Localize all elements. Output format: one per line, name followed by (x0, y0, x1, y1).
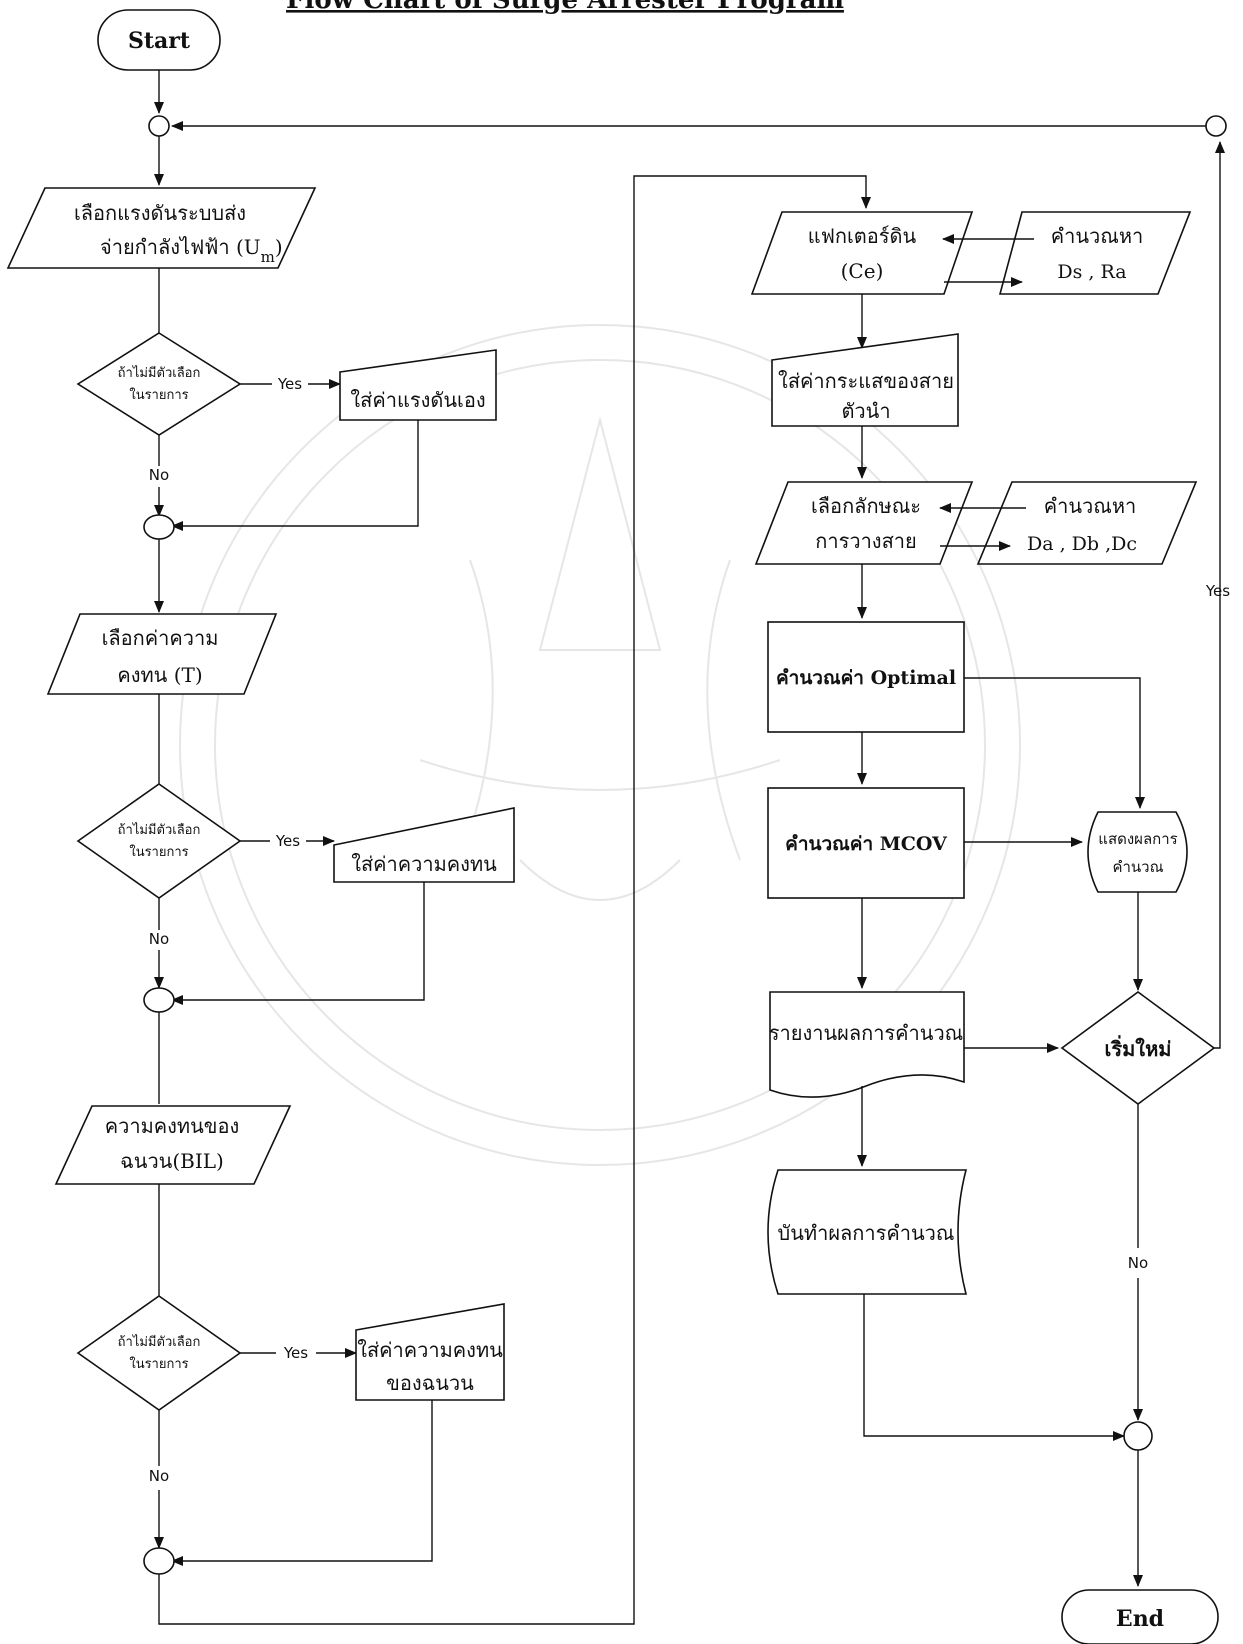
restart-no: No (1128, 1254, 1148, 1272)
decision-3-no: No (149, 1467, 169, 1485)
decision-3-yes: Yes (283, 1344, 308, 1362)
connector-3 (143, 987, 175, 1013)
calc-mcov-process (767, 787, 965, 899)
decision-1-no: No (149, 466, 169, 484)
flow-line (964, 677, 1145, 809)
decision-1-line-2: ในรายการ (129, 387, 188, 403)
restart-yes: Yes (1205, 582, 1230, 600)
report-label: รายงานผลการคำนวณ (769, 1021, 963, 1045)
calc-da-db-dc-line-1: คำนวณหา (1044, 494, 1136, 518)
decision-2-line-2: ในรายการ (129, 844, 188, 860)
ground-factor-line-2: (Ce) (841, 259, 884, 283)
save-label: บันทำผลการคำนวณ (778, 1221, 955, 1245)
calc-optimal-process (767, 621, 965, 733)
display-output (1087, 811, 1188, 893)
restart-label: เริ่มใหม่ (1105, 1034, 1172, 1061)
conductor-current-line-2: ตัวนำ (841, 399, 890, 423)
calc-mcov-label: คำนวณค่า MCOV (785, 833, 948, 855)
connector-top-right (1205, 115, 1227, 137)
connector-5 (1123, 1421, 1153, 1451)
flow-line (171, 882, 425, 1005)
decision-1-line-1: ถ้าไม่มีตัวเลือก (118, 365, 201, 381)
insulation-line-1: ความคงทนของ (105, 1114, 239, 1138)
input-endurance-manual (333, 807, 515, 883)
select-layout-line-2: การวางสาย (815, 529, 916, 553)
connector-1 (148, 115, 170, 137)
display-line-1: แสดงผลการ (1098, 830, 1177, 848)
flow-line (171, 420, 419, 531)
select-endurance-input (46, 613, 278, 695)
input-voltage-manual (339, 349, 497, 421)
decision-1-yes: Yes (277, 375, 302, 393)
conductor-current-line-1: ใส่ค่ากระแสของสาย (778, 369, 954, 393)
flow-line (158, 175, 871, 1625)
input-voltage-label: ใส่ค่าแรงดันเอง (350, 388, 485, 412)
select-layout-input (754, 481, 974, 565)
save-storage (767, 1169, 968, 1295)
calc-da-db-dc-line-2: Da , Db ,Dc (1027, 533, 1137, 555)
calc-optimal-label: คำนวณค่า Optimal (776, 667, 956, 689)
end-terminator (1061, 1589, 1219, 1644)
decision-2-no: No (149, 930, 169, 948)
select-endurance-line-2: คงทน (T) (117, 663, 202, 687)
input-insulation-line-2: ของฉนวน (386, 1371, 474, 1395)
decision-3 (76, 1295, 242, 1411)
calc-ds-ra-line-2: Ds , Ra (1057, 261, 1126, 283)
decision-2-yes: Yes (275, 832, 300, 850)
ground-factor-input (750, 211, 974, 295)
connector-4 (143, 1547, 175, 1575)
connector-2 (143, 514, 175, 540)
page-title: Flow Chart of Surge Arrester Program (286, 0, 844, 15)
report-document (769, 991, 965, 1098)
insulation-line-2: ฉนวน(BIL) (120, 1149, 224, 1173)
input-insulation-line-1: ใส่ค่าความคงทน (357, 1338, 503, 1362)
display-line-2: คำนวณ (1112, 858, 1163, 876)
decision-3-line-1: ถ้าไม่มีตัวเลือก (118, 1334, 201, 1350)
calc-ds-ra (998, 211, 1192, 295)
select-voltage-line-2: จ่ายกำลังไฟฟ้า (Um) (100, 235, 283, 266)
flow-line (171, 1400, 433, 1566)
select-endurance-line-1: เลือกค่าความ (102, 626, 219, 650)
select-voltage-input (6, 187, 317, 269)
decision-2 (76, 783, 242, 899)
decision-2-line-1: ถ้าไม่มีตัวเลือก (118, 822, 201, 838)
input-insulation-manual (355, 1303, 505, 1401)
ground-factor-line-1: แฟกเตอร์ดิน (808, 224, 917, 248)
select-layout-line-1: เลือกลักษณะ (811, 494, 921, 518)
flow-line (1214, 141, 1225, 1049)
end-label: End (1116, 1606, 1164, 1632)
decision-3-line-2: ในรายการ (129, 1356, 188, 1372)
start-label: Start (128, 28, 191, 54)
calc-da-db-dc (976, 481, 1198, 565)
flow-line (863, 1294, 1125, 1441)
calc-ds-ra-line-1: คำนวณหา (1051, 224, 1143, 248)
insulation-input (54, 1105, 292, 1185)
conductor-current-manual (771, 333, 959, 427)
input-endurance-label: ใส่ค่าความคงทน (351, 852, 497, 876)
select-voltage-line-1: เลือกแรงดันระบบส่ง (74, 201, 246, 225)
decision-1 (76, 332, 242, 436)
